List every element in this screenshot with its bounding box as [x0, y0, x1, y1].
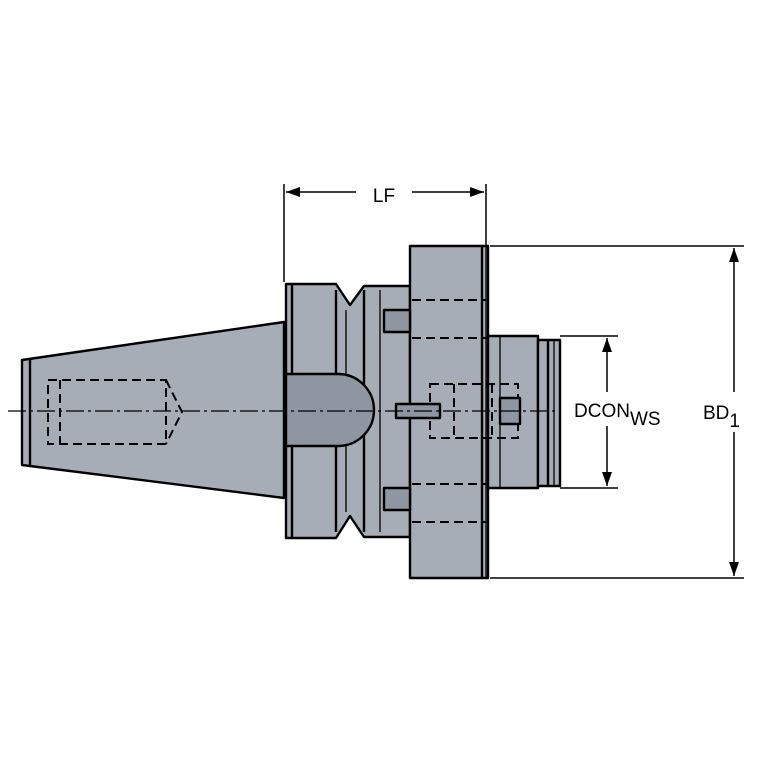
bd1-label-sub: 1 — [729, 411, 740, 432]
v-flange — [284, 282, 412, 540]
bd1-label-main: BD — [703, 403, 729, 424]
hidden-bolt-holes — [412, 299, 486, 523]
bd1-arrow-top — [729, 248, 739, 262]
bd1-label: BD1 — [703, 403, 740, 432]
taper-shank — [20, 320, 286, 500]
dcon-arrow-top — [602, 338, 612, 352]
lf-arrow-right — [470, 187, 484, 197]
dcon-dimension: DCONWS — [560, 335, 661, 489]
bolt-bottom — [382, 486, 412, 512]
bd1-arrow-bottom — [729, 562, 739, 576]
dcon-arrow-bottom — [602, 472, 612, 486]
shank-hidden-bore — [47, 379, 184, 445]
dcon-label-main: DCON — [574, 401, 630, 422]
lf-dimension: LF — [283, 184, 487, 282]
dcon-label: DCONWS — [574, 401, 661, 430]
lf-arrow-left — [286, 187, 300, 197]
bd1-dimension: BD1 — [490, 245, 744, 579]
bolt-top — [382, 308, 412, 334]
lf-label: LF — [373, 186, 395, 207]
dcon-label-sub: WS — [630, 409, 661, 430]
drive-slot — [284, 372, 376, 448]
